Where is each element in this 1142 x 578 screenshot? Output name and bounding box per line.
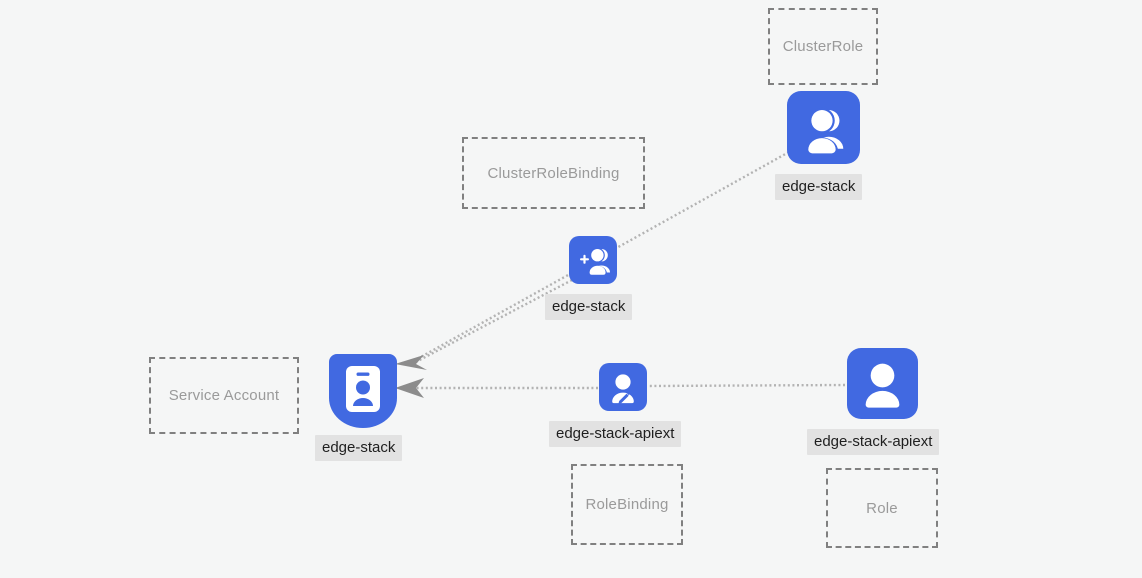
add-person-icon[interactable] [569,236,617,284]
node-rolebinding[interactable] [599,363,647,411]
kind-box-clusterrole: ClusterRole [768,8,878,85]
node-role[interactable] [847,348,918,419]
node-clusterrolebinding[interactable] [569,236,617,284]
chevron-arrow-icon [395,355,427,370]
kind-label: ClusterRole [782,38,864,55]
kind-box-role: Role [826,468,938,548]
node-name-chip: edge-stack-apiext [807,429,940,455]
person-icon[interactable] [847,348,918,419]
node-clusterrole[interactable] [787,91,860,164]
edge-role-to-rolebinding [648,383,846,388]
kind-box-service-account: Service Account [149,357,299,434]
node-service-account[interactable] [329,354,397,428]
id-badge-icon[interactable] [329,354,397,428]
person-pen-icon[interactable] [599,363,647,411]
kind-box-rolebinding: RoleBinding [571,464,683,545]
node-name-chip: edge-stack-apiext [549,421,682,447]
group-people-icon[interactable] [787,91,860,164]
node-name-chip: edge-stack [545,294,633,320]
kind-label: Role [866,499,898,517]
kind-box-clusterrolebinding: ClusterRoleBinding [462,137,645,209]
chevron-arrow-icon [395,378,424,398]
edge-clusterrolebinding-to-serviceaccount [411,278,573,366]
kind-label: Service Account [168,387,280,404]
node-name-chip: edge-stack [775,174,863,200]
kind-label: ClusterRoleBinding [487,164,620,182]
node-name-chip: edge-stack [315,435,403,461]
kind-label: RoleBinding [585,496,669,513]
